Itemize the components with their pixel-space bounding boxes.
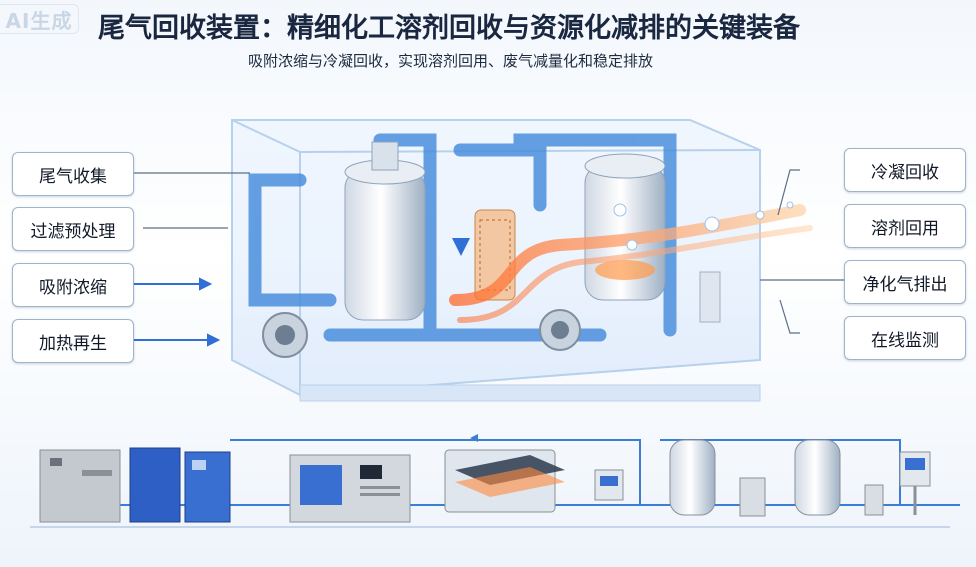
online-monitor-panel	[899, 451, 931, 515]
label-online-monitoring: 在线监测	[844, 316, 966, 360]
exhaust-bubbles	[613, 201, 794, 251]
label-solvent-reuse: 溶剂回用	[844, 204, 966, 248]
page-title: 尾气回收装置：精细化工溶剂回收与资源化减排的关键装备	[98, 13, 800, 44]
condenser-tank	[584, 153, 666, 301]
flange-valve	[262, 309, 581, 358]
hot-gas-stream	[449, 204, 813, 323]
label-filtration-pretreatment: 过滤预处理	[12, 207, 134, 251]
storage-tank-2	[794, 439, 884, 516]
air-compressor-unit	[39, 449, 121, 523]
label-clean-gas-discharge: 净化气排出	[844, 260, 966, 304]
callout-arrows	[133, 277, 221, 347]
monitor-box	[594, 469, 624, 501]
adsorption-tank	[344, 141, 426, 321]
label-tail-gas-collection: 尾气收集	[12, 152, 134, 196]
storage-tank-1	[669, 439, 766, 517]
label-heating-regeneration: 加热再生	[12, 319, 134, 363]
page-subtitle: 吸附浓缩与冷凝回收，实现溶剂回用、废气减量化和稳定排放	[248, 52, 654, 70]
ai-generated-badge: AI生成	[0, 4, 79, 34]
bottom-process-flow	[30, 434, 960, 528]
callout-lines	[133, 169, 845, 334]
adsorption-module	[444, 449, 565, 513]
flow-arrow-down-icon	[452, 238, 470, 256]
blower-unit-blue	[129, 447, 231, 523]
label-adsorption-concentration: 吸附浓缩	[12, 263, 134, 307]
label-condensation-recovery: 冷凝回收	[844, 148, 966, 192]
control-cabinet	[289, 454, 411, 523]
